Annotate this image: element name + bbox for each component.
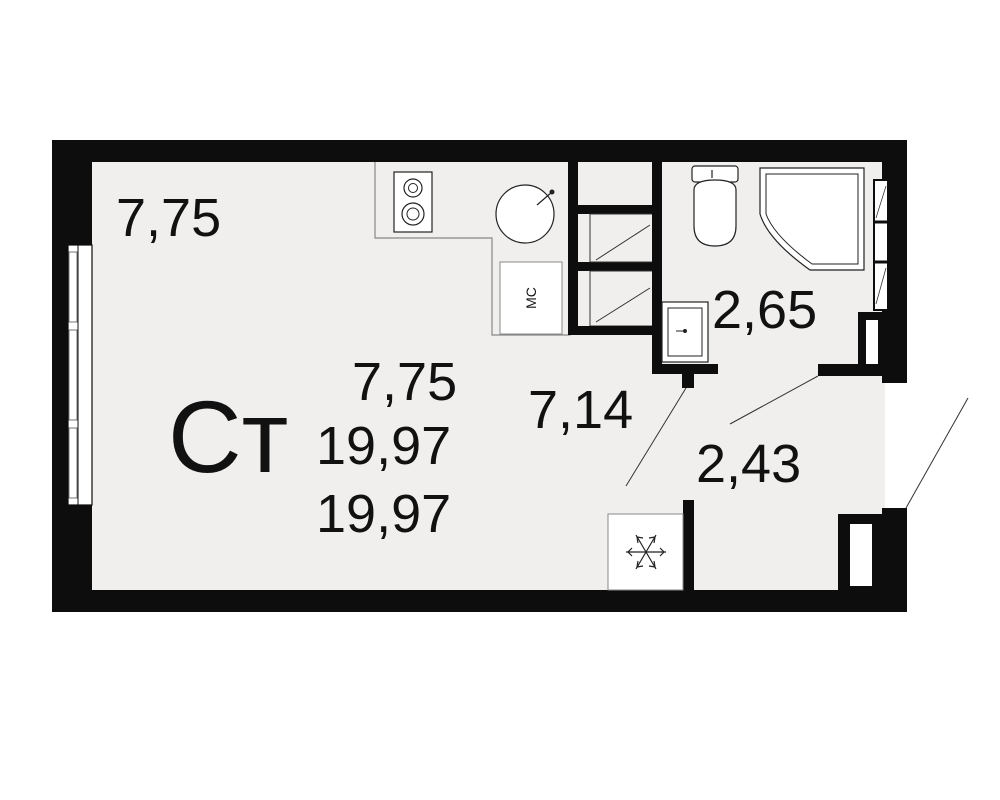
snowflake-icon [607, 513, 684, 591]
living-room-area: 7,75 [116, 188, 221, 248]
washing-machine-icon: МС [499, 261, 563, 335]
cooktop-icon [393, 171, 433, 233]
bathroom-area: 2,65 [712, 280, 817, 340]
total-area-secondary: 19,97 [316, 484, 451, 544]
bathroom-shelves [873, 179, 889, 311]
total-area: 19,97 [316, 416, 451, 476]
washing-machine-label: МС [523, 287, 539, 309]
toilet-icon [691, 165, 739, 247]
door-swings [625, 375, 969, 509]
living-area: 7,75 [352, 352, 457, 412]
kitchen-sink-icon [495, 184, 555, 244]
kitchen-zone-area: 7,14 [528, 380, 633, 440]
sink-icon [661, 301, 709, 363]
outer-walls [52, 140, 907, 612]
hallway-area: 2,43 [696, 434, 801, 494]
wardrobe [568, 162, 660, 335]
window [67, 244, 93, 506]
shower-tray-icon [759, 167, 865, 271]
shaft [850, 524, 872, 586]
kitchen-counter: МС [374, 162, 571, 336]
vent-shaft [866, 320, 878, 364]
apartment-type: Ст [168, 380, 288, 494]
